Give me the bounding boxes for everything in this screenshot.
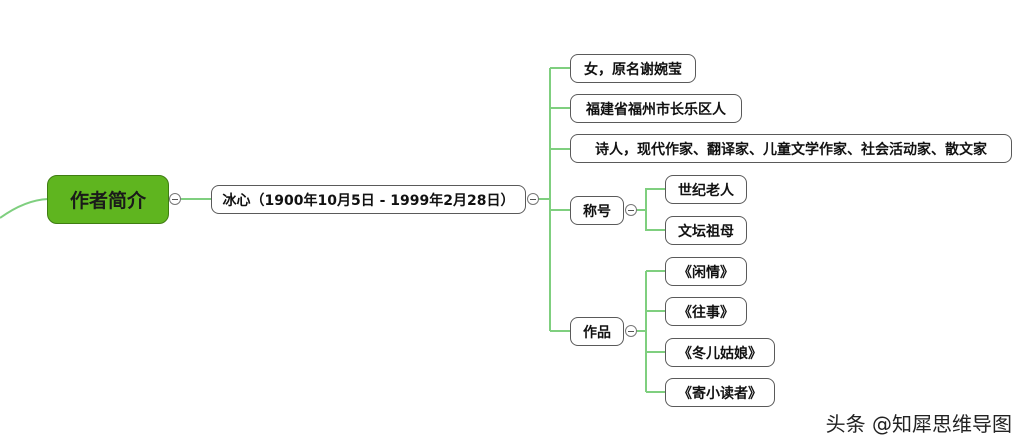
- works-collapse-toggle[interactable]: [625, 325, 637, 337]
- titles-node[interactable]: 称号: [570, 196, 624, 225]
- hometown-label: 福建省福州市长乐区人: [586, 101, 726, 118]
- work-item-label: 《寄小读者》: [678, 385, 762, 402]
- work-item-label: 《闲情》: [678, 264, 734, 281]
- works-node[interactable]: 作品: [570, 317, 624, 346]
- root-collapse-toggle[interactable]: [169, 193, 181, 205]
- person-collapse-toggle[interactable]: [527, 193, 539, 205]
- connector-titles-trunk: [637, 188, 665, 211]
- work-item-label: 《冬儿姑娘》: [678, 345, 762, 362]
- title-item-label: 文坛祖母: [678, 223, 734, 240]
- gender-name-label: 女，原名谢婉莹: [584, 61, 682, 78]
- occupations-label: 诗人，现代作家、翻译家、儿童文学作家、社会活动家、散文家: [595, 141, 987, 158]
- connector-titles-2: [645, 210, 665, 231]
- title-item-label: 世纪老人: [678, 182, 734, 199]
- watermark: 头条 @知犀思维导图: [825, 412, 1012, 436]
- work-item[interactable]: 《寄小读者》: [665, 378, 775, 407]
- connector-root-incoming: [0, 198, 49, 219]
- titles-collapse-toggle[interactable]: [625, 204, 637, 216]
- root-node[interactable]: 作者简介: [47, 175, 169, 224]
- titles-label: 称号: [583, 203, 611, 220]
- occupations-node[interactable]: 诗人，现代作家、翻译家、儿童文学作家、社会活动家、散文家: [570, 134, 1012, 163]
- work-item[interactable]: 《往事》: [665, 297, 747, 326]
- hometown-node[interactable]: 福建省福州市长乐区人: [570, 94, 742, 123]
- work-item[interactable]: 《闲情》: [665, 257, 747, 286]
- work-item-label: 《往事》: [678, 304, 734, 321]
- works-label: 作品: [583, 324, 611, 341]
- person-node-label: 冰心（1900年10月5日 - 1999年2月28日）: [222, 192, 515, 209]
- person-node[interactable]: 冰心（1900年10月5日 - 1999年2月28日）: [211, 185, 526, 214]
- gender-name-node[interactable]: 女，原名谢婉莹: [570, 54, 696, 83]
- title-item[interactable]: 文坛祖母: [665, 216, 747, 245]
- work-item[interactable]: 《冬儿姑娘》: [665, 338, 775, 367]
- root-node-label: 作者简介: [69, 190, 146, 212]
- title-item[interactable]: 世纪老人: [665, 175, 747, 204]
